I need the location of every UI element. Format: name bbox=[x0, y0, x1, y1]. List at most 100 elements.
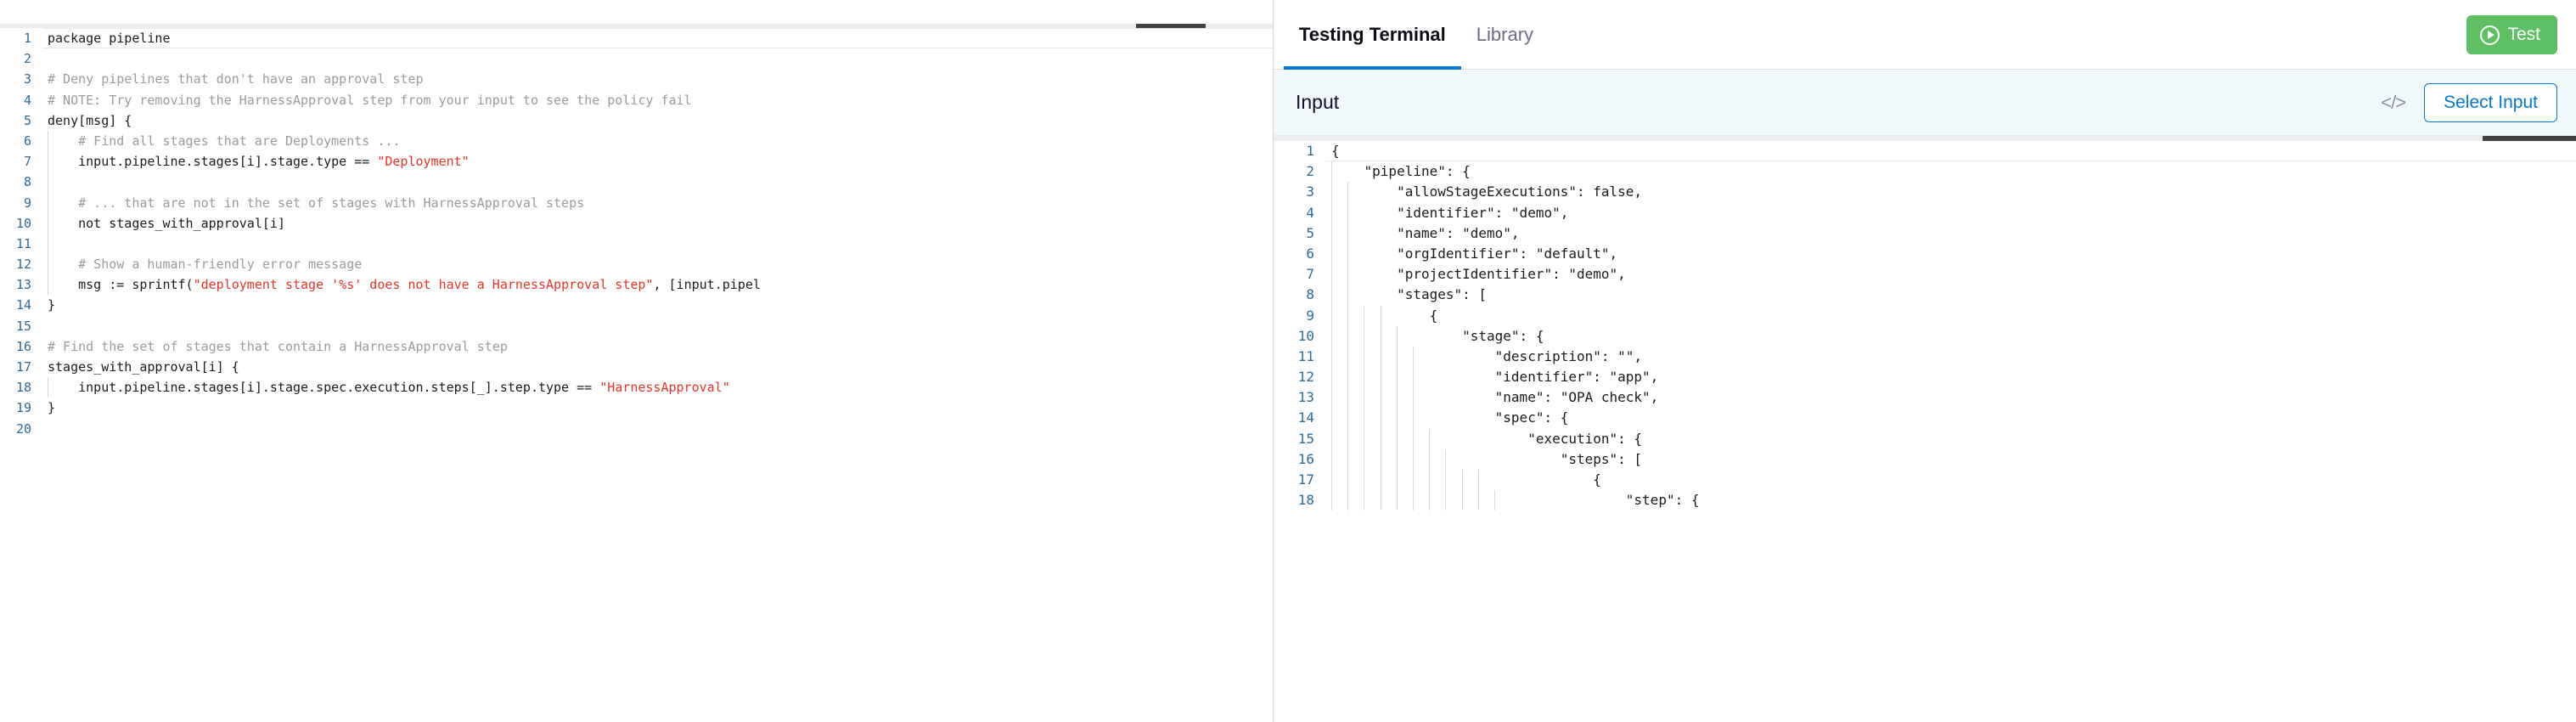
code-line[interactable]: 7 input.pipeline.stages[i].stage.type ==… bbox=[0, 151, 1273, 172]
indent-guide bbox=[1413, 490, 1414, 511]
line-number: 10 bbox=[15, 215, 31, 231]
select-input-button-label: Select Input bbox=[2444, 92, 2538, 112]
code-line-content: } bbox=[42, 295, 1273, 315]
indent-guide bbox=[1347, 243, 1349, 265]
json-line-number: 1 bbox=[1306, 143, 1314, 159]
indent-guide bbox=[1331, 202, 1332, 223]
indent-guide bbox=[1413, 346, 1414, 368]
code-line[interactable]: 10 not stages_with_approval[i] bbox=[0, 212, 1273, 234]
json-line-content: "steps": [ bbox=[1326, 448, 2576, 470]
code-line-content: deny[msg] { bbox=[42, 110, 1273, 131]
input-json-code-area[interactable]: 1{2 "pipeline": {3 "allowStageExecutions… bbox=[1274, 141, 2576, 722]
json-line[interactable]: 12 "identifier": "app", bbox=[1274, 367, 2576, 388]
code-line[interactable]: 13 msg := sprintf("deployment stage '%s'… bbox=[0, 274, 1273, 296]
input-json-editor-pane: 1{2 "pipeline": {3 "allowStageExecutions… bbox=[1274, 136, 2576, 722]
json-line[interactable]: 9 { bbox=[1274, 305, 2576, 326]
json-line-content: "projectIdentifier": "demo", bbox=[1326, 264, 2576, 285]
code-line[interactable]: 6 # Find all stages that are Deployments… bbox=[0, 130, 1273, 152]
json-line[interactable]: 11 "description": "", bbox=[1274, 346, 2576, 368]
code-line[interactable]: 9 # ... that are not in the set of stage… bbox=[0, 192, 1273, 213]
indent-guide bbox=[1331, 408, 1332, 429]
indent-guide bbox=[1347, 223, 1349, 244]
indent-guide bbox=[1347, 202, 1349, 223]
json-line-content: { bbox=[1326, 470, 2576, 491]
json-line[interactable]: 8 "stages": [ bbox=[1274, 285, 2576, 306]
json-line[interactable]: 17 { bbox=[1274, 470, 2576, 491]
code-line-content: stages_with_approval[i] { bbox=[42, 357, 1273, 377]
indent-guide bbox=[1347, 325, 1349, 347]
code-line[interactable]: 19} bbox=[0, 398, 1273, 418]
code-line-content: } bbox=[42, 398, 1273, 418]
json-line[interactable]: 10 "stage": { bbox=[1274, 325, 2576, 347]
indent-guide bbox=[1413, 367, 1414, 388]
indent-guide bbox=[1331, 161, 1332, 183]
editor-horizontal-scrollbar-track[interactable] bbox=[0, 24, 1273, 28]
json-line-number: 10 bbox=[1297, 327, 1314, 344]
json-horizontal-scrollbar-track[interactable] bbox=[1274, 136, 2576, 141]
tab-testing-terminal[interactable]: Testing Terminal bbox=[1284, 0, 1461, 71]
json-token: "name": "OPA check", bbox=[1331, 389, 1659, 406]
json-horizontal-scrollbar-thumb[interactable] bbox=[2483, 136, 2576, 141]
test-button[interactable]: Test bbox=[2466, 15, 2557, 54]
code-line[interactable]: 12 # Show a human-friendly error message bbox=[0, 254, 1273, 275]
code-line[interactable]: 4# NOTE: Try removing the HarnessApprova… bbox=[0, 90, 1273, 110]
json-line[interactable]: 5 "name": "demo", bbox=[1274, 223, 2576, 244]
token-string: "Deployment" bbox=[377, 154, 470, 170]
code-line[interactable]: 8 bbox=[0, 172, 1273, 193]
json-line[interactable]: 13 "name": "OPA check", bbox=[1274, 387, 2576, 409]
play-circle-icon bbox=[2480, 25, 2500, 45]
json-line[interactable]: 1{ bbox=[1274, 141, 2576, 162]
json-line-number: 12 bbox=[1297, 369, 1314, 386]
json-line[interactable]: 15 "execution": { bbox=[1274, 428, 2576, 449]
code-line[interactable]: 20 bbox=[0, 419, 1273, 439]
code-line[interactable]: 16# Find the set of stages that contain … bbox=[0, 336, 1273, 357]
json-line-content: "identifier": "app", bbox=[1326, 367, 2576, 388]
indent-guide bbox=[1396, 470, 1398, 491]
indent-guide bbox=[1331, 428, 1332, 449]
token-plain: not stages_with_approval[i] bbox=[48, 215, 285, 231]
token-plain: , [input.pipel bbox=[653, 277, 761, 293]
indent-guide bbox=[1347, 428, 1349, 449]
json-line[interactable]: 3 "allowStageExecutions": false, bbox=[1274, 182, 2576, 203]
indent-guide bbox=[1413, 387, 1414, 409]
indent-guide bbox=[1413, 470, 1414, 491]
tab-library[interactable]: Library bbox=[1461, 0, 1549, 70]
line-number: 20 bbox=[15, 420, 31, 437]
indent-guide bbox=[1413, 428, 1414, 449]
json-line[interactable]: 7 "projectIdentifier": "demo", bbox=[1274, 264, 2576, 285]
code-line[interactable]: 3# Deny pipelines that don't have an app… bbox=[0, 69, 1273, 89]
token-comment: # Find the set of stages that contain a … bbox=[48, 338, 508, 354]
json-token: "steps": [ bbox=[1331, 450, 1643, 467]
line-number: 14 bbox=[15, 297, 31, 313]
token-comment: # Deny pipelines that don't have an appr… bbox=[48, 71, 424, 87]
json-line[interactable]: 14 "spec": { bbox=[1274, 408, 2576, 429]
json-line-content: "description": "", bbox=[1326, 346, 2576, 368]
code-brackets-icon[interactable]: </> bbox=[2381, 91, 2406, 113]
indent-guide bbox=[1429, 470, 1431, 491]
select-input-button[interactable]: Select Input bbox=[2424, 82, 2557, 122]
json-token: "execution": { bbox=[1331, 430, 1643, 447]
code-line[interactable]: 14} bbox=[0, 295, 1273, 315]
json-line[interactable]: 18 "step": { bbox=[1274, 490, 2576, 511]
code-line[interactable]: 11 bbox=[0, 233, 1273, 255]
json-line-number: 4 bbox=[1306, 204, 1314, 221]
indent-guide bbox=[1413, 448, 1414, 470]
json-line-number: 17 bbox=[1297, 471, 1314, 488]
json-line[interactable]: 4 "identifier": "demo", bbox=[1274, 202, 2576, 223]
token-string: "HarnessApproval" bbox=[599, 380, 730, 396]
code-line[interactable]: 2 bbox=[0, 48, 1273, 69]
line-number: 9 bbox=[23, 195, 31, 211]
json-line[interactable]: 6 "orgIdentifier": "default", bbox=[1274, 243, 2576, 265]
editor-horizontal-scrollbar-thumb[interactable] bbox=[1136, 24, 1206, 28]
code-line-content: # Show a human-friendly error message bbox=[42, 254, 1273, 275]
code-line[interactable]: 15 bbox=[0, 316, 1273, 336]
code-line-content: msg := sprintf("deployment stage '%s' do… bbox=[42, 274, 1273, 296]
json-line[interactable]: 16 "steps": [ bbox=[1274, 448, 2576, 470]
code-line[interactable]: 18 input.pipeline.stages[i].stage.spec.e… bbox=[0, 377, 1273, 398]
json-line[interactable]: 2 "pipeline": { bbox=[1274, 161, 2576, 183]
